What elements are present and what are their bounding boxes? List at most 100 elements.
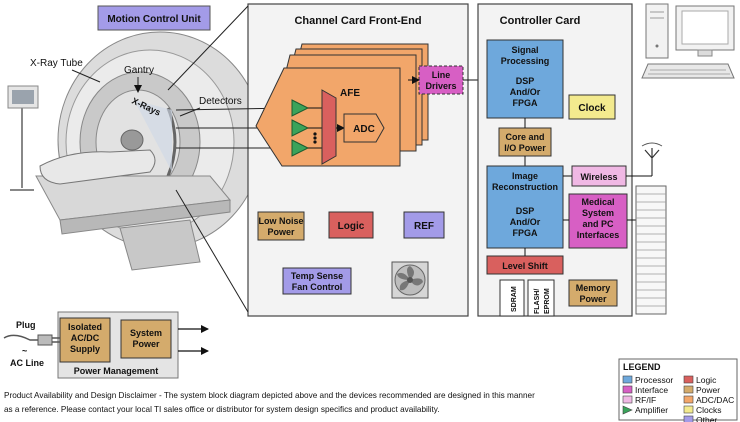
gantry-label: Gantry bbox=[124, 65, 154, 76]
signal-processing-label-1: Signal bbox=[511, 45, 538, 55]
controller-card-title: Controller Card bbox=[500, 15, 581, 27]
temp-sense-label-2: Fan Control bbox=[292, 282, 343, 292]
system-power-label-2: Power bbox=[132, 339, 160, 349]
interface-connector-icon bbox=[635, 185, 667, 315]
plug-label: Plug bbox=[16, 320, 36, 330]
legend-swatch-interface bbox=[622, 385, 633, 394]
isolated-label-2: AC/DC bbox=[71, 333, 100, 343]
memory-power-label-2: Power bbox=[579, 294, 607, 304]
logic-block-channel bbox=[328, 211, 374, 239]
temp-sense-label-1: Temp Sense bbox=[291, 271, 343, 281]
low-noise-power-label-1: Low Noise bbox=[258, 216, 303, 226]
logic-label-channel: Logic bbox=[338, 221, 365, 232]
dsp-label-2c: FPGA bbox=[512, 228, 538, 238]
image-recon-label-2: Reconstruction bbox=[492, 182, 558, 192]
legend-box bbox=[618, 358, 738, 421]
ref-block bbox=[403, 211, 445, 239]
legend-label-power: Power bbox=[696, 385, 720, 395]
xray-tube-label: X-Ray Tube bbox=[30, 58, 83, 69]
medical-label-2: System bbox=[582, 208, 614, 218]
isolated-label-3: Supply bbox=[70, 344, 100, 354]
legend-swatch-adc-dac bbox=[683, 395, 694, 404]
medical-label-4: Interfaces bbox=[577, 230, 620, 240]
amplifier-2 bbox=[291, 119, 310, 137]
line-drivers-block bbox=[418, 65, 464, 95]
legend-swatch-processor bbox=[622, 375, 633, 384]
adc-block bbox=[343, 113, 385, 143]
flash-eprom-block bbox=[527, 279, 555, 317]
dsp-label-2a: DSP bbox=[516, 206, 535, 216]
legend-label-rf-if: RF/IF bbox=[635, 395, 656, 405]
legend-label-clocks: Clocks bbox=[696, 405, 722, 415]
flash-label-1: FLASH/ bbox=[534, 289, 541, 314]
dsp-label-2b: And/Or bbox=[510, 217, 541, 227]
ref-label: REF bbox=[414, 221, 434, 232]
signal-processing-block bbox=[486, 39, 564, 119]
disclaimer-line-1: Product Availability and Design Disclaim… bbox=[4, 391, 535, 400]
isolated-label-1: Isolated bbox=[68, 322, 102, 332]
clock-block bbox=[568, 94, 616, 120]
medical-label-1: Medical bbox=[581, 197, 614, 207]
wireless-label: Wireless bbox=[581, 172, 618, 182]
system-power-label-1: System bbox=[130, 328, 162, 338]
legend-swatch-amplifier bbox=[622, 405, 633, 415]
core-io-power-label-1: Core and bbox=[505, 132, 544, 142]
motion-control-unit-label: Motion Control Unit bbox=[107, 14, 201, 25]
flash-label-2: EPROM bbox=[544, 288, 551, 314]
disclaimer-line-2: as a reference. Please contact your loca… bbox=[4, 405, 440, 414]
memory-power-label-1: Memory bbox=[576, 283, 611, 293]
dsp-label-1b: And/Or bbox=[510, 87, 541, 97]
temp-sense-fan-control-block bbox=[282, 267, 352, 295]
line-drivers-label-1: Line bbox=[432, 70, 451, 80]
ac-line-label: AC Line bbox=[10, 358, 44, 368]
zoom-line-top bbox=[167, 5, 249, 91]
legend-items: ProcessorInterfaceRF/IFAmplifierLogicPow… bbox=[622, 375, 734, 422]
amplifier-3 bbox=[291, 139, 310, 157]
fan-icon bbox=[391, 261, 429, 299]
sdram-label: SDRAM bbox=[511, 286, 518, 312]
legend-label-processor: Processor bbox=[635, 375, 673, 385]
sdram-block bbox=[499, 279, 525, 317]
legend-swatch-power bbox=[683, 385, 694, 394]
ac-plug-icon bbox=[3, 334, 60, 346]
power-management-label: Power Management bbox=[74, 366, 159, 376]
signal-processing-label-2: Processing bbox=[501, 56, 550, 66]
motion-control-unit-block bbox=[97, 5, 211, 31]
low-noise-power-label-2: Power bbox=[267, 227, 295, 237]
legend-swatch-clocks bbox=[683, 405, 694, 414]
antenna-icon bbox=[641, 142, 663, 159]
legend-label-logic: Logic bbox=[696, 375, 717, 385]
clock-label: Clock bbox=[578, 103, 606, 114]
legend-label-adc-dac: ADC/DAC bbox=[696, 395, 734, 405]
ct-scanner-illustration: X-Ray Tube Gantry X-Rays Detectors bbox=[7, 31, 263, 271]
pc-computer-icon bbox=[641, 3, 735, 79]
channel-card-title: Channel Card Front-End bbox=[294, 15, 421, 27]
medical-interfaces-block bbox=[568, 193, 628, 249]
legend-title: LEGEND bbox=[623, 362, 661, 372]
dsp-label-1c: FPGA bbox=[512, 98, 538, 108]
afe-label: AFE bbox=[340, 88, 360, 99]
dsp-label-1a: DSP bbox=[516, 76, 535, 86]
image-reconstruction-block bbox=[486, 165, 564, 249]
memory-power-block bbox=[568, 279, 618, 307]
isolated-acdc-block bbox=[59, 317, 111, 363]
core-io-power-label-2: I/O Power bbox=[504, 143, 546, 153]
zoom-line-bottom bbox=[175, 189, 249, 313]
multiplexer bbox=[321, 89, 337, 165]
medical-label-3: and PC bbox=[582, 219, 614, 229]
amplifier-1 bbox=[291, 99, 310, 117]
level-shift-label: Level Shift bbox=[502, 261, 548, 271]
adc-label: ADC bbox=[353, 124, 375, 135]
line-drivers-label-2: Drivers bbox=[425, 81, 456, 91]
low-noise-power-block bbox=[257, 211, 305, 241]
ac-tilde-label: ~ bbox=[22, 346, 27, 356]
legend-swatch-other bbox=[683, 415, 694, 422]
legend-swatch-logic bbox=[683, 375, 694, 384]
system-power-block bbox=[120, 319, 172, 359]
legend-label-amplifier: Amplifier bbox=[635, 405, 668, 415]
legend-swatch-rf-if bbox=[622, 395, 633, 404]
image-recon-label-1: Image bbox=[512, 171, 538, 181]
detectors-label: Detectors bbox=[199, 96, 242, 107]
legend-label-other: Other bbox=[696, 415, 717, 422]
